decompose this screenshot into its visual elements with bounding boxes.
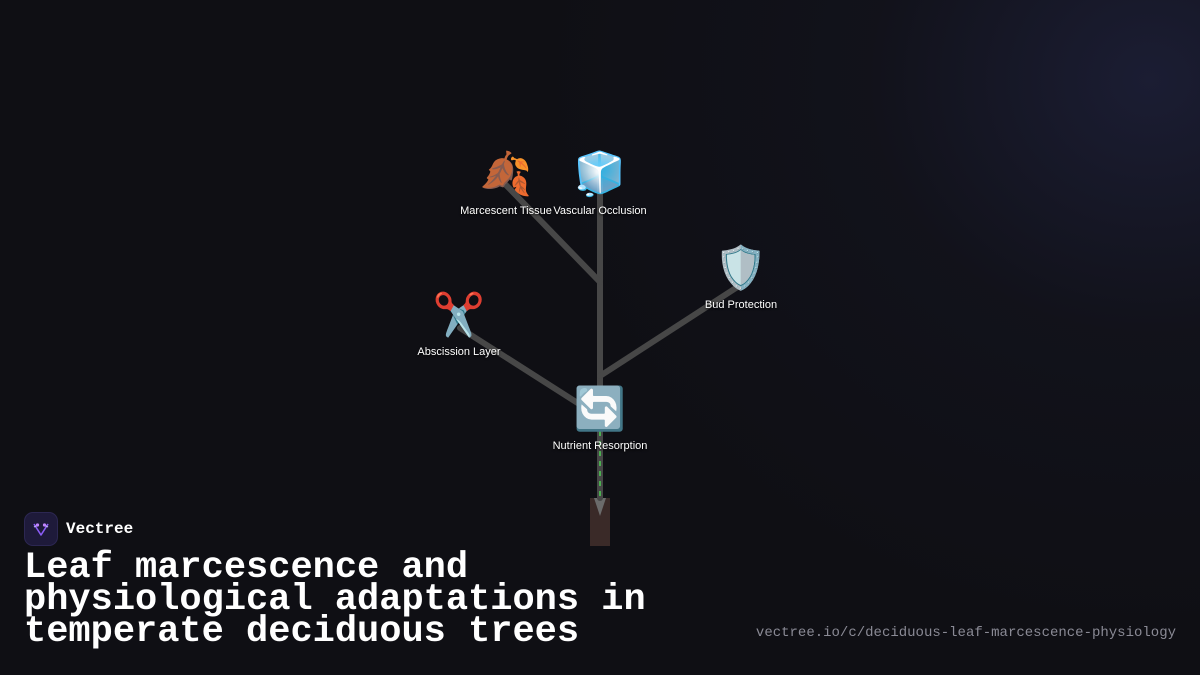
node-label: Marcescent Tissue: [460, 205, 552, 217]
node-label: Nutrient Resorption: [552, 440, 648, 452]
node-vascular-occlusion[interactable]: 🧊 Vascular Occlusion: [520, 150, 680, 218]
trunk: [590, 498, 610, 546]
ice-cube-icon: 🧊: [573, 149, 627, 198]
node-label: Vascular Occlusion: [553, 205, 647, 217]
node-bud-protection[interactable]: 🛡️ Bud Protection: [661, 244, 821, 312]
shield-icon: 🛡️: [714, 243, 768, 292]
brand-name: Vectree: [66, 520, 134, 538]
branch-marcescent-tissue: [502, 181, 603, 285]
node-marcescent-tissue[interactable]: 🍂 Marcescent Tissue: [426, 150, 586, 218]
trunk-arrow: [594, 498, 606, 516]
branch-bud-protection: [597, 281, 745, 379]
vectree-logo-icon: [24, 512, 58, 546]
cycle-arrows-icon: 🔄: [573, 384, 627, 433]
node-nutrient-resorption[interactable]: 🔄 Nutrient Resorption: [520, 385, 680, 453]
scissors-icon: ✂️: [432, 290, 486, 339]
brand[interactable]: Vectree: [24, 512, 133, 546]
node-label: Abscission Layer: [417, 346, 501, 358]
page-title: Leaf marcescence and physiological adapt…: [24, 547, 646, 653]
fallen-leaf-icon: 🍂: [479, 149, 533, 198]
branch-abscission-layer: [457, 325, 601, 419]
node-abscission-layer[interactable]: ✂️ Abscission Layer: [379, 291, 539, 359]
node-label: Bud Protection: [704, 299, 778, 311]
source-url[interactable]: vectree.io/c/deciduous-leaf-marcescence-…: [755, 625, 1176, 641]
